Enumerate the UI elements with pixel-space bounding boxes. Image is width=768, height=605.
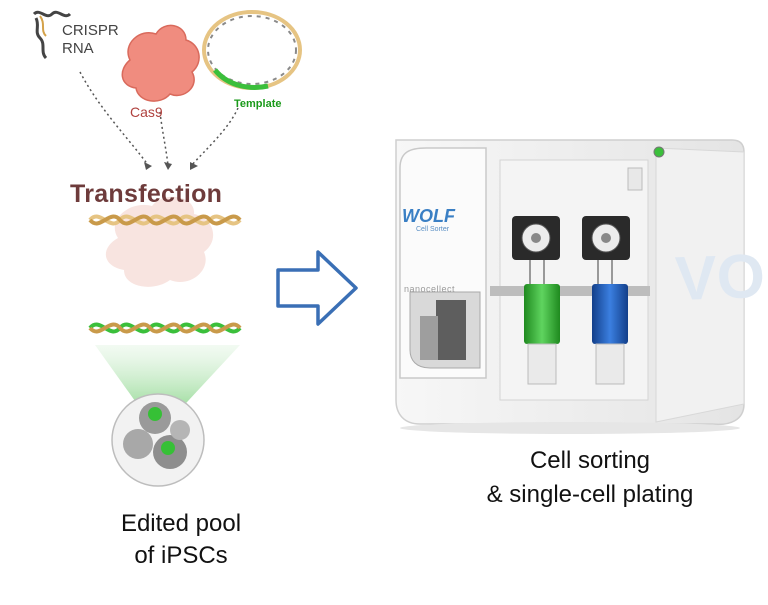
device-brand-logo: WOLF (402, 206, 455, 226)
arrow-heads (144, 162, 198, 170)
transfection-label: Transfection (70, 180, 223, 208)
sorting-caption-line2: & single-cell plating (486, 481, 694, 508)
ipsc-cells (111, 393, 205, 487)
cas9-protein (121, 24, 200, 102)
crispr-label-line1: CRISPR (62, 22, 119, 39)
template-label: Template (234, 98, 282, 110)
cas9-shadow (105, 196, 214, 287)
template-plasmid (202, 10, 302, 90)
cell-sorting-caption: Cell sorting & single-cell plating (470, 444, 710, 512)
sorting-caption-line1: Cell sorting (529, 447, 651, 474)
converging-arrows (79, 71, 239, 166)
svg-text:VOLF: VOLF (674, 239, 768, 314)
focus-beam (95, 345, 240, 415)
device-maker-label: nanocellect (404, 284, 456, 294)
process-arrow (276, 250, 358, 326)
cell-sorter-device: VOLF (395, 139, 768, 434)
pool-caption-line2: of iPSCs (134, 542, 228, 569)
dna-helix-edited (88, 322, 242, 334)
edited-pool-caption: Edited pool of iPSCs (86, 508, 276, 572)
pool-caption-line1: Edited pool (120, 510, 242, 537)
cas9-label: Cas9 (130, 104, 163, 120)
crispr-label-line2: RNA (62, 40, 94, 57)
dna-helix-intact (88, 214, 242, 226)
crispr-rna-label: CRISPR RNA (62, 22, 119, 58)
crispr-rna-strand (32, 10, 72, 60)
device-brand-subtitle: Cell Sorter (416, 226, 450, 233)
